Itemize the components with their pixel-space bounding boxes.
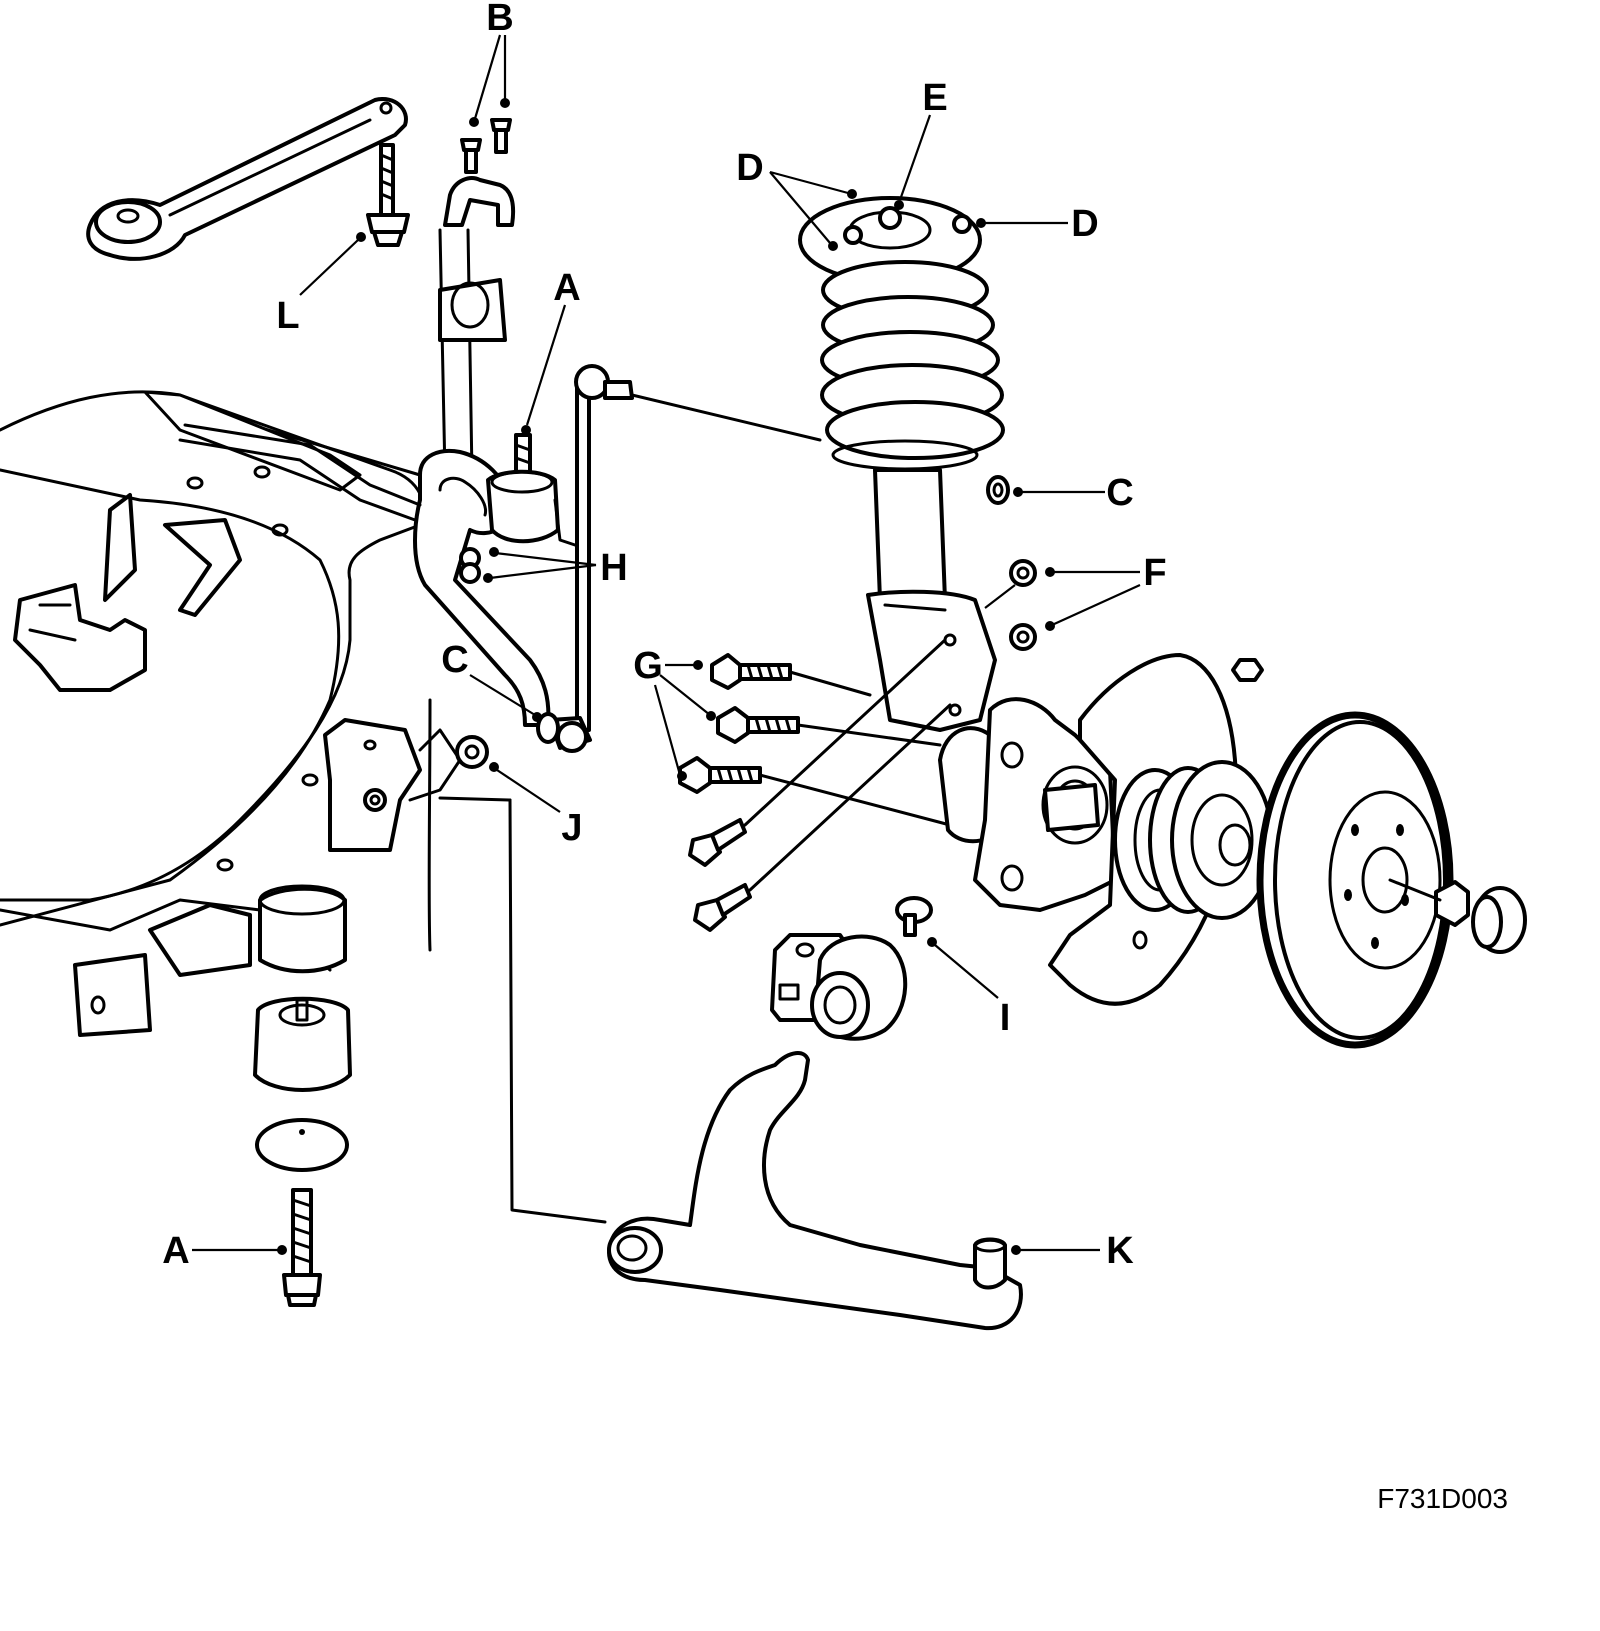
nut-j [455,735,489,769]
drop-link [548,364,822,753]
h-bolts [459,547,481,584]
brake-disc [1256,711,1454,1049]
callout-d-right: D [1071,203,1098,245]
bushing-bolt-i [895,896,933,937]
nut-c-left [536,712,560,744]
callout-a-top: A [553,267,580,309]
torque-rod [86,97,408,261]
callout-k: K [1106,1230,1134,1272]
bushing-clamp [438,118,516,342]
callout-g: G [633,645,663,687]
callout-c-left: C [441,639,468,681]
control-arm-bushing [770,933,908,1041]
anti-roll-bar [178,228,551,952]
callout-b: B [486,0,513,39]
knuckle-bolts [688,638,952,932]
engine-mount [486,433,577,547]
callout-h: H [600,547,627,589]
figure-reference: F731D003 [1377,1483,1508,1514]
lower-control-arm [438,796,1023,1331]
callout-l: L [276,295,299,337]
bolt-l [366,143,410,247]
wheel-hub [1113,760,1274,920]
callout-j: J [561,807,582,849]
hub-nut [1388,878,1470,927]
steering-knuckle [938,697,1117,912]
callout-d-left: D [736,147,763,189]
subframe [0,390,462,1037]
callout-a-bottom: A [162,1230,189,1272]
strut-assembly [798,196,1005,732]
lower-mount-stack [253,884,352,1307]
callout-i: I [1000,997,1011,1039]
callout-f: F [1143,552,1166,594]
callout-c-right: C [1106,472,1133,514]
callout-e: E [922,77,947,119]
nut-c-right [986,475,1010,505]
leader-lines [192,34,1141,1255]
callout-labels: B E D D L A C F H G C J I K A F731D003 [162,0,1508,1514]
hub-cap [1471,886,1527,954]
f-nuts [1009,559,1264,682]
